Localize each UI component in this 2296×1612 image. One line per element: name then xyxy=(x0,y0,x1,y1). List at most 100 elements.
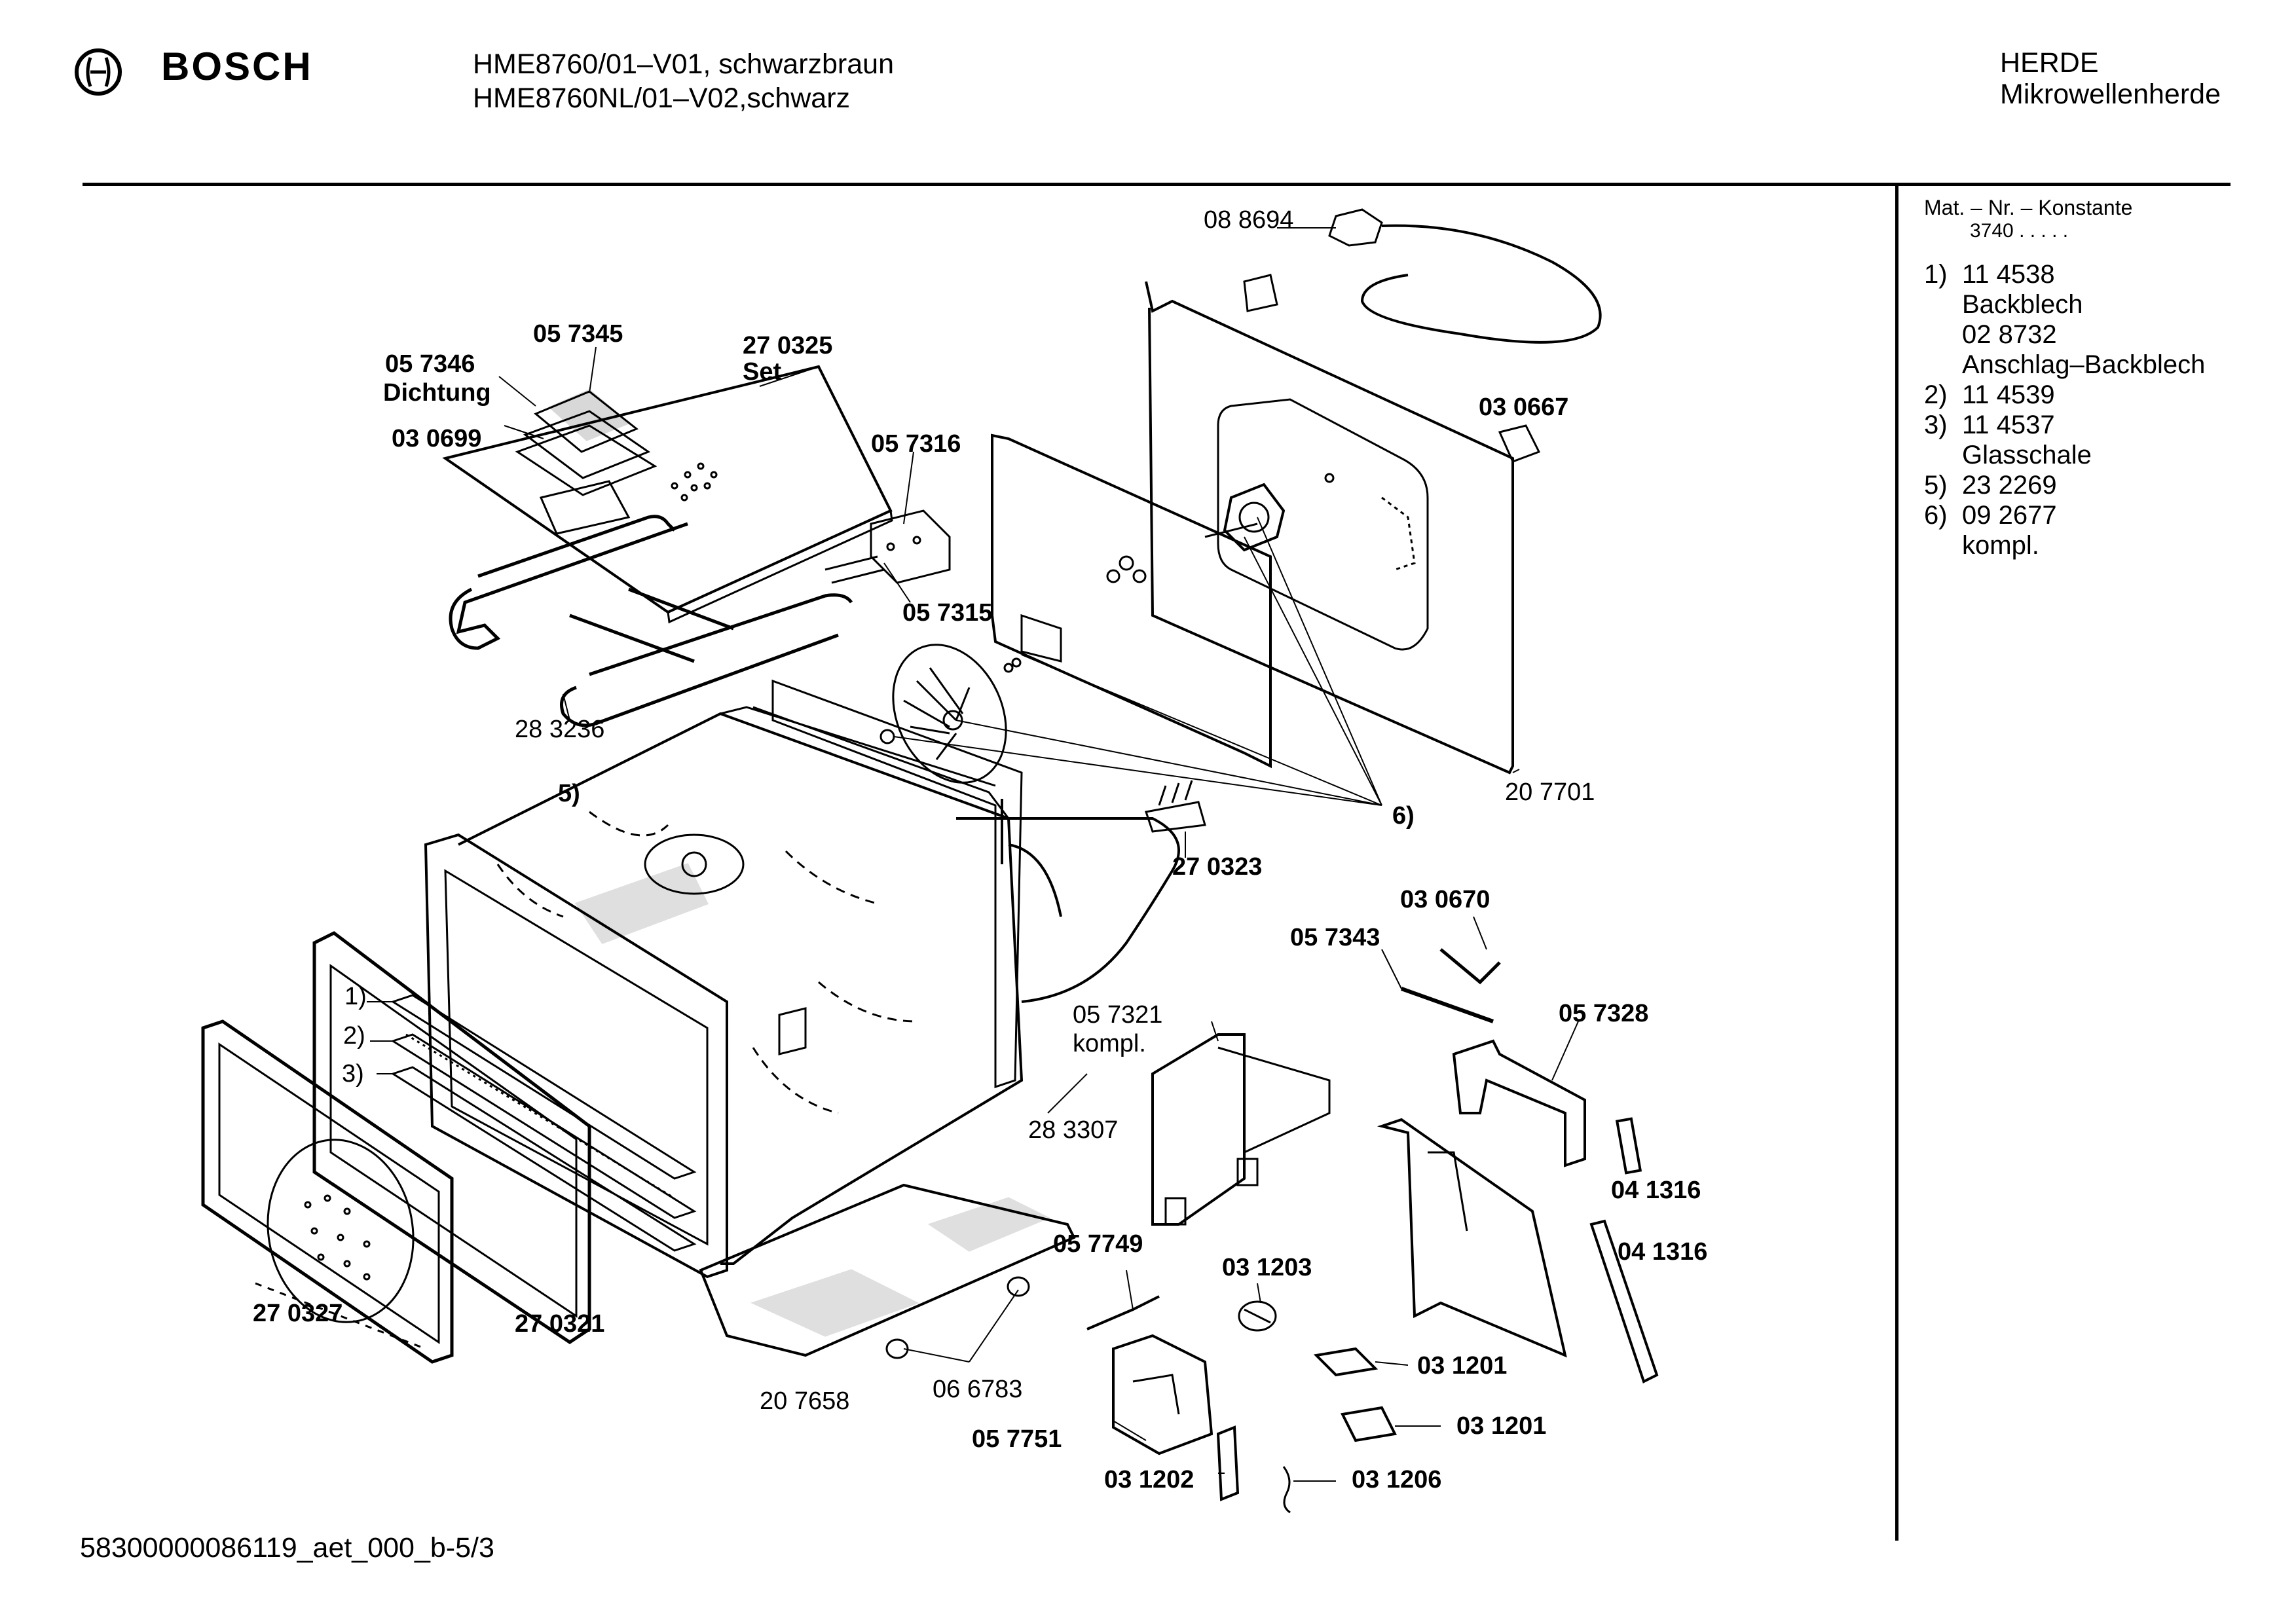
item-line: Anschlag–Backblech xyxy=(1962,350,2206,379)
door-lever-assembly xyxy=(1112,1334,1213,1456)
label-057749: 05 7749 xyxy=(1053,1230,1143,1258)
label-030667: 03 0667 xyxy=(1479,394,1568,421)
label-066783: 06 6783 xyxy=(933,1376,1022,1403)
wire-harness xyxy=(956,780,1206,1003)
item-line: kompl. xyxy=(1962,531,2039,560)
list-item: 2) 11 4539 xyxy=(1924,380,2205,410)
label-031201-a: 03 1201 xyxy=(1417,1352,1507,1380)
item-line: 11 4539 xyxy=(1962,380,2055,409)
label-callout-6: 6) xyxy=(1392,802,1415,830)
label-041316-b: 04 1316 xyxy=(1618,1238,1707,1266)
actuator-rod xyxy=(1400,987,1494,1023)
category-line-2: Mikrowellenherde xyxy=(2000,79,2221,110)
label-callout-2: 2) xyxy=(343,1022,365,1050)
label-057346: 05 7346 xyxy=(385,350,475,378)
door-interlock xyxy=(1452,1039,1586,1167)
small-spring xyxy=(1282,1466,1291,1514)
convection-fan-wheel xyxy=(880,644,1022,784)
label-283307: 28 3307 xyxy=(1028,1116,1118,1144)
model-header: HME8760/01–V01, schwarzbraun HME8760NL/0… xyxy=(473,47,894,115)
plastic-spacer xyxy=(1615,1117,1642,1175)
label-031201-b: 03 1201 xyxy=(1456,1412,1546,1440)
side-panel xyxy=(1377,1118,1567,1358)
label-031202: 03 1202 xyxy=(1104,1466,1194,1493)
guide-rail xyxy=(1589,1219,1659,1383)
label-088694: 08 8694 xyxy=(1204,206,1293,234)
switch-actuator xyxy=(1216,1425,1240,1501)
label-callout-3: 3) xyxy=(342,1060,364,1088)
leader-lines xyxy=(367,227,1579,1482)
switch-bracket xyxy=(1151,1033,1331,1226)
fuse-holder xyxy=(1238,1300,1277,1332)
item-line: 11 4538 xyxy=(1962,260,2055,289)
door-inner-frame xyxy=(312,931,591,1345)
list-item: 3) 11 4537 Glasschale xyxy=(1924,410,2205,470)
label-030670: 03 0670 xyxy=(1400,886,1490,913)
sidebar-list: 1) 11 4538 Backblech 02 8732 Anschlag–Ba… xyxy=(1924,259,2205,560)
label-270321: 27 0321 xyxy=(515,1310,604,1338)
window-glass-stack xyxy=(515,389,657,496)
label-031203: 03 1203 xyxy=(1222,1254,1312,1281)
item-number: 1) xyxy=(1924,260,1948,289)
label-057328: 05 7328 xyxy=(1559,1000,1648,1027)
document-id: 58300000086119_aet_000_b-5/3 xyxy=(80,1532,494,1564)
front-frame xyxy=(424,833,728,1279)
label-270327: 27 0327 xyxy=(253,1300,343,1327)
microswitch xyxy=(1313,1347,1379,1377)
brand-name: BOSCH xyxy=(161,45,313,88)
list-item: 1) 11 4538 Backblech 02 8732 Anschlag–Ba… xyxy=(1924,259,2205,380)
fan-cover-plate xyxy=(991,433,1272,769)
spring xyxy=(1439,948,1501,985)
outer-door-panel xyxy=(201,1019,454,1364)
sidebar-divider xyxy=(1895,185,1898,1541)
category-line-1: HERDE xyxy=(2000,47,2099,79)
label-set: Set xyxy=(743,358,781,386)
label-207701: 20 7701 xyxy=(1505,779,1595,806)
label-283236: 28 3236 xyxy=(515,716,604,743)
item-line: Glasschale xyxy=(1962,441,2092,469)
label-031206: 03 1206 xyxy=(1352,1466,1441,1493)
label-057751: 05 7751 xyxy=(972,1425,1062,1453)
microswitch xyxy=(1341,1406,1397,1442)
baking-trays xyxy=(390,994,697,1252)
sidebar-title: Mat. – Nr. – Konstante xyxy=(1924,196,2133,219)
item-line: 02 8732 xyxy=(1962,320,2057,349)
item-number: 6) xyxy=(1924,501,1948,530)
clip-030667 xyxy=(1498,424,1541,463)
hinge-bracket xyxy=(824,509,951,584)
item-line: 09 2677 xyxy=(1962,501,2057,530)
rear-wall-panel xyxy=(1145,281,1514,775)
sidebar-constant: 3740 . . . . . xyxy=(1970,220,2069,242)
label-030699: 03 0699 xyxy=(392,425,481,452)
label-270323: 27 0323 xyxy=(1172,853,1262,881)
item-line: Backblech xyxy=(1962,290,2083,319)
material-sidebar: Mat. – Nr. – Konstante 3740 . . . . . 1)… xyxy=(1924,195,2205,560)
model-line-2: HME8760NL/01–V02,schwarz xyxy=(473,82,851,114)
foot xyxy=(1007,1276,1030,1297)
label-057316: 05 7316 xyxy=(871,430,961,458)
item-number: 5) xyxy=(1924,471,1948,500)
bottom-plate xyxy=(699,1183,1076,1357)
item-number: 3) xyxy=(1924,411,1948,439)
item-number: 2) xyxy=(1924,380,1948,409)
top-cover-plate xyxy=(442,365,893,624)
label-callout-5: 5) xyxy=(558,780,580,807)
model-line-1: HME8760/01–V01, schwarzbraun xyxy=(473,48,894,80)
category-header: HERDE Mikrowellenherde xyxy=(2000,47,2221,110)
power-cord xyxy=(1243,208,1602,344)
label-057321: 05 7321 xyxy=(1073,1001,1162,1029)
oven-cavity xyxy=(458,679,1024,1265)
list-item: 5) 23 2269 xyxy=(1924,470,2205,500)
label-041316-a: 04 1316 xyxy=(1611,1177,1701,1204)
label-dichtung: Dichtung xyxy=(383,379,491,407)
foot xyxy=(885,1338,909,1359)
label-270325: 27 0325 xyxy=(743,332,832,359)
bowden-cable xyxy=(1086,1295,1160,1330)
label-callout-1: 1) xyxy=(344,983,367,1010)
header-rule xyxy=(83,183,2231,186)
label-057345: 05 7345 xyxy=(533,320,623,348)
grill-heating-element xyxy=(449,515,853,727)
item-line: 11 4537 xyxy=(1962,411,2055,439)
bosch-logo-icon xyxy=(75,48,122,96)
